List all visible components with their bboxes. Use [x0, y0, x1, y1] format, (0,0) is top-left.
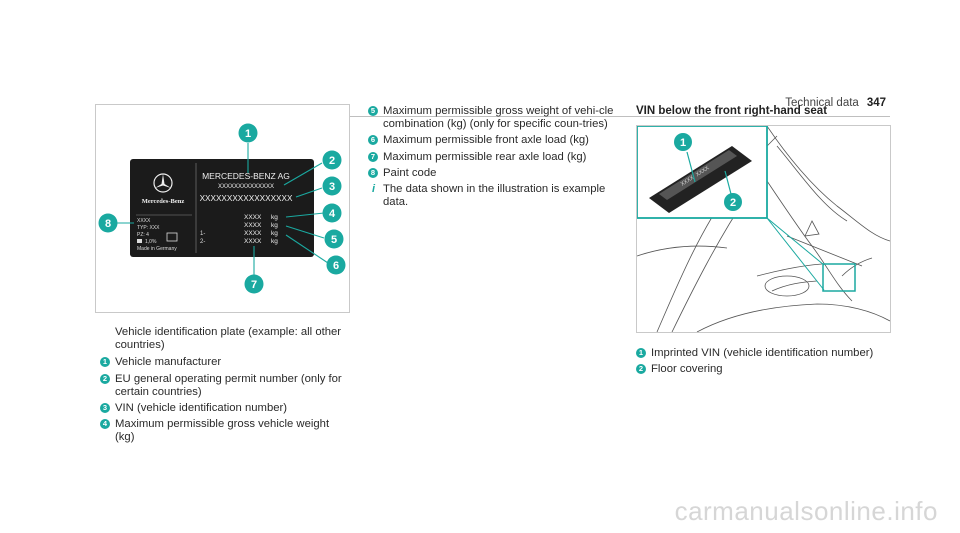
- item-text: VIN (vehicle identification number): [115, 402, 288, 415]
- plate-legend-part1: Vehicle identification plate (example: a…: [100, 326, 350, 448]
- list-item: 8 Paint code: [368, 167, 623, 180]
- svg-text:7: 7: [251, 279, 257, 291]
- plate-pz: PZ: 4: [137, 232, 149, 238]
- callout-8: 8: [98, 213, 118, 233]
- note-text: The data shown in the illustration is ex…: [383, 183, 606, 209]
- item-number: 5: [368, 106, 378, 116]
- callout-6: 6: [326, 255, 346, 275]
- svg-text:2: 2: [329, 155, 335, 167]
- section-heading: VIN below the front right-hand seat: [636, 105, 828, 117]
- svg-text:6: 6: [333, 260, 339, 272]
- list-item: 2 EU general operating permit number (onl…: [100, 373, 350, 399]
- item-text: Maximum permissible front axle load (kg): [383, 134, 589, 147]
- svg-text:2: 2: [730, 197, 736, 209]
- list-item: 4 Maximum permissible gross vehicle weigh…: [100, 418, 350, 444]
- plate-permit-number: XXXXXXXXXXXXXX: [218, 184, 274, 190]
- page-number: 347: [866, 97, 886, 109]
- item-number: 7: [368, 151, 378, 162]
- svg-text:4: 4: [329, 208, 336, 220]
- plate-made-in: Made in Germany: [137, 246, 177, 252]
- plate-weight-unit-2: kg: [271, 222, 278, 229]
- plate-weight-prefix-4: 2-: [200, 239, 205, 245]
- svg-text:1: 1: [245, 128, 251, 140]
- svg-text:8: 8: [105, 218, 111, 230]
- plate-weight-unit-4: kg: [271, 238, 278, 245]
- plate-typ: TYP: XXX: [137, 225, 160, 231]
- plate-callouts: 1 2 3 4 5 6 7 8: [98, 123, 346, 294]
- item-number: 2: [100, 373, 110, 384]
- header-rule: [95, 116, 890, 117]
- list-item: 7 Maximum permissible rear axle load (kg): [368, 151, 623, 164]
- plate-body: [130, 159, 314, 257]
- item-text: EU general operating permit number (only…: [115, 372, 342, 398]
- seat-callout-2: 2: [724, 193, 742, 211]
- paint-box-icon: [166, 232, 178, 242]
- factor-icon: [137, 239, 142, 243]
- plate-weight-unit-1: kg: [271, 214, 278, 221]
- item-number: 3: [100, 403, 110, 414]
- callout-5: 5: [324, 229, 344, 249]
- item-number: 1: [636, 348, 646, 358]
- item-text: Imprinted VIN (vehicle identification nu…: [651, 347, 874, 359]
- note: i The data shown in the illustration is e…: [368, 183, 623, 209]
- watermark: carmanualsonline.info: [674, 496, 938, 526]
- item-text: Vehicle manufacturer: [115, 356, 222, 369]
- item-text: Maximum permissible gross weight of vehi…: [383, 105, 614, 131]
- plate-manufacturer: MERCEDES-BENZ AG: [202, 171, 290, 181]
- callout-3: 3: [322, 176, 342, 196]
- seat-illustration: XXXX XXXX 1 2: [637, 126, 890, 332]
- list-item: 1 Imprinted VIN (vehicle identification n…: [636, 347, 896, 360]
- item-text: Maximum permissible rear axle load (kg): [383, 150, 587, 163]
- item-number: 2: [636, 364, 646, 375]
- plate-weight-value-3: XXXX: [244, 230, 262, 237]
- section-title: Technical data: [785, 97, 859, 109]
- plate-intro: Vehicle identification plate (example: a…: [115, 326, 342, 352]
- callout-4: 4: [322, 203, 342, 223]
- plate-brand: Mercedes-Benz: [142, 198, 185, 205]
- list-item: 6 Maximum permissible front axle load (kg…: [368, 134, 623, 147]
- plate-weight-prefix-3: 1-: [200, 231, 205, 237]
- item-number: 1: [100, 357, 110, 368]
- vehicle-plate-figure: Mercedes-Benz MERCEDES-BENZ AG XXXXXXXXX…: [95, 104, 350, 313]
- plate-small-code: XXXX: [137, 218, 151, 224]
- item-text: Floor covering: [651, 363, 723, 376]
- vehicle-plate-illustration: Mercedes-Benz MERCEDES-BENZ AG XXXXXXXXX…: [98, 123, 346, 294]
- item-number: 6: [368, 135, 378, 146]
- svg-text:5: 5: [331, 234, 337, 246]
- item-number: 4: [100, 419, 110, 430]
- seat-vin-section: VIN below the front right-hand seat: [636, 105, 896, 124]
- seat-vin-figure: XXXX XXXX 1 2: [636, 125, 891, 333]
- list-item: 5 Maximum permissible gross weight of veh…: [368, 105, 623, 131]
- plate-weight-value-2: XXXX: [244, 222, 262, 229]
- svg-text:1: 1: [680, 137, 686, 149]
- svg-text:3: 3: [329, 181, 335, 193]
- info-icon: i: [371, 183, 376, 196]
- plate-weight-value-4: XXXX: [244, 238, 262, 245]
- plate-factor: 1,0%: [145, 239, 157, 245]
- plate-vin: XXXXXXXXXXXXXXXXX: [200, 194, 293, 203]
- item-text: Paint code: [383, 166, 437, 179]
- list-item: 2 Floor covering: [636, 363, 896, 376]
- list-item: 1 Vehicle manufacturer: [100, 356, 350, 369]
- callout-1: 1: [238, 123, 258, 143]
- list-item: 3 VIN (vehicle identification number): [100, 402, 350, 415]
- callout-2: 2: [322, 150, 342, 170]
- seat-legend: 1 Imprinted VIN (vehicle identification n…: [636, 347, 896, 379]
- callout-7: 7: [244, 274, 264, 294]
- item-text: Maximum permissible gross vehicle weight…: [115, 418, 330, 444]
- item-number: 8: [368, 167, 378, 178]
- plate-weight-unit-3: kg: [271, 230, 278, 237]
- zoom-region: [822, 263, 856, 292]
- plate-legend-part2: 5 Maximum permissible gross weight of veh…: [368, 105, 623, 212]
- seat-callout-1: 1: [674, 133, 692, 151]
- plate-weight-value-1: XXXX: [244, 214, 262, 221]
- page-header: Technical data 347: [785, 97, 886, 109]
